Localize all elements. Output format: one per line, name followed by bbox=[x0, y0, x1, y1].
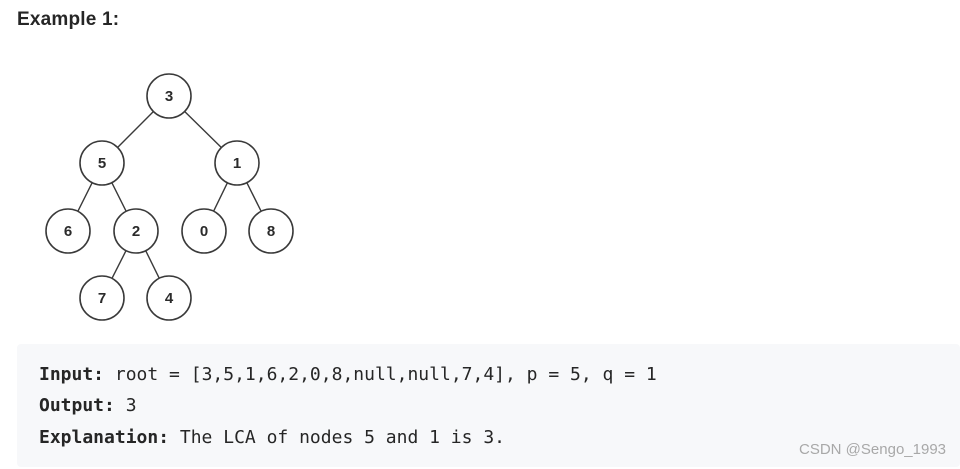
watermark: CSDN @Sengo_1993 bbox=[799, 441, 946, 458]
tree-node-3: 3 bbox=[146, 73, 192, 119]
binary-tree-diagram: 3 5 1 6 2 0 8 7 4 bbox=[45, 73, 294, 321]
tree-edge-n5-n2 bbox=[111, 182, 127, 212]
tree-node-label: 6 bbox=[64, 223, 72, 240]
explanation-line: Explanation: The LCA of nodes 5 and 1 is… bbox=[39, 427, 505, 448]
input-line: Input: root = [3,5,1,6,2,0,8,null,null,7… bbox=[39, 364, 657, 385]
tree-node-0: 0 bbox=[181, 208, 227, 254]
tree-edge-n1-n0 bbox=[212, 182, 229, 212]
tree-node-5: 5 bbox=[79, 140, 125, 186]
tree-node-2: 2 bbox=[113, 208, 159, 254]
output-label: Output: bbox=[39, 395, 115, 416]
tree-node-label: 7 bbox=[98, 290, 106, 307]
tree-node-1: 1 bbox=[214, 140, 260, 186]
tree-node-label: 5 bbox=[98, 155, 106, 172]
tree-node-circle bbox=[146, 275, 192, 321]
tree-node-label: 2 bbox=[132, 223, 140, 240]
tree-node-circle bbox=[248, 208, 294, 254]
tree-node-4: 4 bbox=[146, 275, 192, 321]
tree-edge-n2-n4 bbox=[145, 250, 160, 279]
tree-node-7: 7 bbox=[79, 275, 125, 321]
tree-node-label: 8 bbox=[267, 223, 275, 240]
tree-edge-n2-n7 bbox=[111, 250, 127, 279]
explanation-label: Explanation: bbox=[39, 427, 170, 448]
tree-node-circle bbox=[79, 275, 125, 321]
tree-node-circle bbox=[146, 73, 192, 119]
tree-edge-n3-n5 bbox=[117, 111, 154, 148]
tree-node-8: 8 bbox=[248, 208, 294, 254]
input-label: Input: bbox=[39, 364, 105, 385]
example-heading: Example 1: bbox=[17, 9, 120, 30]
output-value: 3 bbox=[114, 395, 137, 416]
tree-node-label: 1 bbox=[233, 155, 241, 172]
tree-edge-n3-n1 bbox=[184, 110, 222, 149]
tree-node-circle bbox=[214, 140, 260, 186]
tree-node-circle bbox=[181, 208, 227, 254]
tree-node-circle bbox=[113, 208, 159, 254]
tree-node-label: 3 bbox=[165, 88, 173, 105]
tree-node-6: 6 bbox=[45, 208, 91, 254]
explanation-value: The LCA of nodes 5 and 1 is 3. bbox=[169, 427, 505, 448]
tree-node-label: 4 bbox=[165, 290, 174, 307]
tree-node-circle bbox=[79, 140, 125, 186]
output-line: Output: 3 bbox=[39, 395, 137, 416]
tree-node-circle bbox=[45, 208, 91, 254]
input-value: root = [3,5,1,6,2,0,8,null,null,7,4], p … bbox=[104, 364, 657, 385]
example-code-block: Input: root = [3,5,1,6,2,0,8,null,null,7… bbox=[17, 344, 960, 467]
tree-edge-n1-n8 bbox=[246, 182, 262, 212]
tree-edge-n5-n6 bbox=[77, 182, 93, 212]
tree-node-label: 0 bbox=[200, 223, 208, 240]
